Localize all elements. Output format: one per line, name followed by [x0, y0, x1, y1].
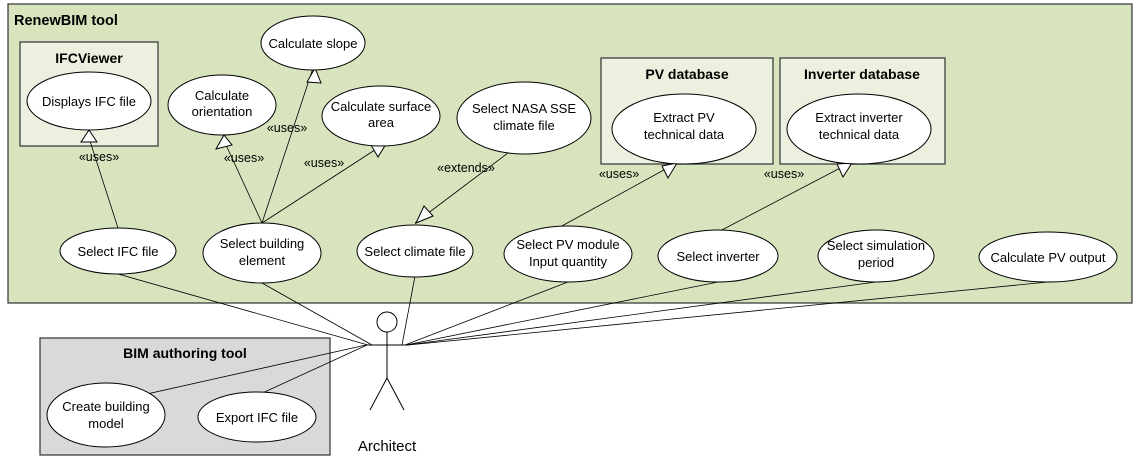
relationship-lines: [88, 67, 847, 233]
use-case-select-pv-module[interactable]: Select PV module Input quantity: [503, 225, 633, 283]
svg-text:Select simulation: Select simulation: [827, 238, 925, 253]
extends-line-climate: [414, 149, 513, 224]
svg-text:Select IFC file: Select IFC file: [78, 244, 159, 259]
svg-text:Calculate PV output: Calculate PV output: [991, 250, 1106, 265]
svg-text:Extract inverter: Extract inverter: [815, 110, 903, 125]
use-case-extract-pv-data[interactable]: Extract PV technical data: [611, 93, 757, 165]
uses-line-inverter: [717, 164, 847, 233]
inverter-database-title: Inverter database: [804, 66, 920, 82]
arrow-heads: [80, 66, 853, 224]
stereotype-uses-slope: «uses»: [267, 121, 307, 135]
stereotype-uses-pv: «uses»: [599, 167, 639, 181]
svg-text:Extract PV: Extract PV: [653, 110, 715, 125]
use-case-export-ifc-file[interactable]: Export IFC file: [197, 391, 317, 443]
use-case-label: Calculate slope: [269, 36, 358, 51]
stereotype-uses-ifc: «uses»: [79, 150, 119, 164]
bim-authoring-title: BIM authoring tool: [123, 345, 247, 361]
svg-text:area: area: [368, 115, 395, 130]
use-case-calculate-surface-area[interactable]: Calculate surface area: [321, 85, 441, 147]
svg-text:technical data: technical data: [819, 127, 900, 142]
renewbim-title: RenewBIM tool: [14, 13, 118, 29]
arrowhead-slope: [306, 66, 322, 84]
svg-text:element: element: [239, 253, 286, 268]
use-case-calculate-slope[interactable]: Calculate slope: [260, 15, 366, 71]
svg-text:Select climate file: Select climate file: [364, 244, 465, 259]
arrowhead-extends: [414, 205, 434, 224]
ifcviewer-title: IFCViewer: [55, 50, 123, 66]
actor-association-lines: [117, 273, 1049, 401]
architect-actor: Architect: [358, 311, 417, 455]
svg-text:Calculate surface: Calculate surface: [331, 99, 431, 114]
stereotype-uses-inverter: «uses»: [764, 167, 804, 181]
use-case-calculate-orientation[interactable]: Calculate orientation: [167, 74, 277, 136]
use-case-calculate-pv-output[interactable]: Calculate PV output: [978, 231, 1118, 283]
uses-line-orientation: [225, 144, 263, 224]
actor-head: [376, 311, 398, 333]
svg-text:Select PV module: Select PV module: [516, 237, 619, 252]
use-case-select-ifc-file[interactable]: Select IFC file: [59, 227, 177, 275]
use-case-create-building-model[interactable]: Create building model: [46, 382, 166, 448]
svg-text:climate file: climate file: [493, 118, 554, 133]
stereotype-extends: «extends»: [437, 161, 495, 175]
svg-text:Select NASA SSE: Select NASA SSE: [472, 101, 576, 116]
use-case-select-climate-file[interactable]: Select climate file: [356, 224, 474, 278]
use-case-select-simulation-period[interactable]: Select simulation period: [817, 229, 935, 283]
arrowhead-ifc: [80, 129, 98, 143]
pv-database-title: PV database: [645, 66, 728, 82]
svg-text:Input quantity: Input quantity: [529, 254, 608, 269]
actor-label: Architect: [358, 438, 417, 455]
stereotype-uses-orientation: «uses»: [224, 151, 264, 165]
use-case-select-building-element[interactable]: Select building element: [202, 222, 322, 284]
uses-line-slope: [261, 67, 314, 224]
stereotype-uses-area: «uses»: [304, 156, 344, 170]
uses-line-ifc: [88, 137, 119, 229]
arrowhead-orientation: [214, 134, 233, 150]
svg-text:Export IFC file: Export IFC file: [216, 410, 298, 425]
svg-text:Select building: Select building: [220, 236, 305, 251]
use-case-label: Displays IFC file: [42, 94, 136, 109]
use-case-extract-inverter-data[interactable]: Extract inverter technical data: [786, 93, 932, 165]
use-case-select-nasa-climate[interactable]: Select NASA SSE climate file: [456, 81, 592, 155]
arrowhead-pv: [661, 162, 679, 180]
svg-text:Calculate: Calculate: [195, 88, 249, 103]
use-case-displays-ifc[interactable]: Displays IFC file: [26, 71, 152, 131]
uses-line-area: [261, 145, 382, 224]
svg-text:Create building: Create building: [62, 399, 149, 414]
uses-line-pv: [559, 164, 674, 228]
svg-text:period: period: [858, 255, 894, 270]
svg-text:model: model: [88, 416, 124, 431]
svg-text:technical data: technical data: [644, 127, 725, 142]
use-case-select-inverter[interactable]: Select inverter: [657, 229, 779, 283]
svg-text:orientation: orientation: [192, 104, 253, 119]
svg-text:Select inverter: Select inverter: [676, 249, 760, 264]
